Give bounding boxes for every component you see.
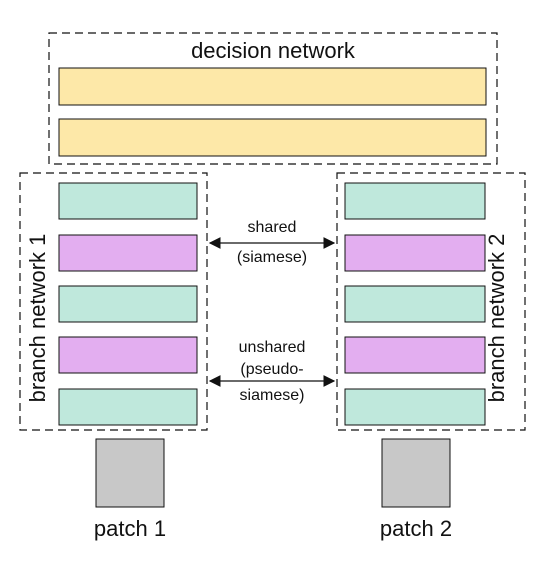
shared-label-line-1: shared — [248, 219, 297, 236]
shared-label-line-2: (siamese) — [237, 249, 307, 266]
branch-2-layer — [344, 388, 486, 426]
input-patch-2: patch 2 — [380, 438, 452, 541]
decision-network: decision network — [48, 32, 498, 165]
patch-1-image — [95, 438, 165, 508]
decision-network-title: decision network — [191, 38, 356, 63]
patch-2-label: patch 2 — [380, 516, 452, 541]
branch-1-layer — [58, 336, 198, 374]
branch-2-layer — [344, 182, 486, 220]
branch-network-2-boundary — [336, 172, 526, 431]
unshared-label-line-2: (pseudo- — [240, 361, 303, 378]
branch-network-1-label: branch network 1 — [25, 234, 50, 403]
shared-weights-annotation: shared (siamese) — [208, 219, 336, 266]
branch-1-layer — [58, 182, 198, 220]
branch-2-layer — [344, 234, 486, 272]
patch-2-image — [381, 438, 451, 508]
decision-layer — [58, 67, 487, 106]
decision-network-boundary — [48, 32, 498, 165]
branch-1-layer — [58, 388, 198, 426]
branch-network-1: branch network 1 — [19, 172, 208, 431]
decision-layer — [58, 118, 487, 157]
branch-network-2: branch network 2 — [336, 172, 526, 431]
branch-2-layer — [344, 285, 486, 323]
unshared-label-line-3: siamese) — [240, 387, 305, 404]
input-patch-1: patch 1 — [94, 438, 166, 541]
unshared-label-line-1: unshared — [239, 339, 306, 356]
branch-1-layer — [58, 234, 198, 272]
branch-network-2-label: branch network 2 — [484, 234, 509, 403]
patch-1-label: patch 1 — [94, 516, 166, 541]
branch-2-layer — [344, 336, 486, 374]
branch-network-1-boundary — [19, 172, 208, 431]
unshared-weights-annotation: unshared (pseudo- siamese) — [208, 339, 336, 404]
branch-1-layer — [58, 285, 198, 323]
